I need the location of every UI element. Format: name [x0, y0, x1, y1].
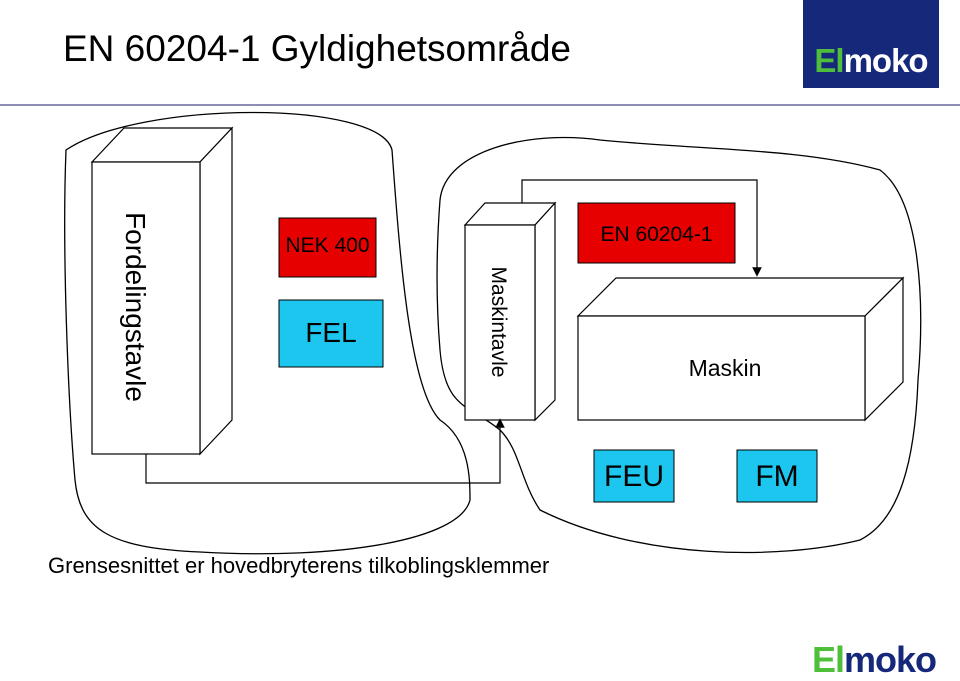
feu-box — [593, 449, 675, 503]
nek400-scope-boundary — [64, 111, 471, 555]
supply-line — [145, 418, 505, 484]
elmoko-logo-top: Elmoko — [803, 0, 939, 88]
maskintavle-cabinet — [463, 201, 557, 422]
en60204-scope-boundary — [436, 136, 922, 554]
en60204-label: EN 60204-1 — [600, 223, 713, 246]
en60204-box — [577, 202, 736, 264]
page-title: EN 60204-1 Gyldighetsområde — [63, 28, 572, 69]
logo-bottom-prefix: El — [812, 639, 845, 680]
title-divider — [0, 104, 960, 106]
feu-label: FEU — [604, 460, 664, 493]
machine-feed-line — [521, 179, 762, 277]
maskin-box — [576, 276, 905, 422]
elmoko-logo-top-text: Elmoko — [803, 42, 939, 80]
interface-caption: Grensesnittet er hovedbryterens tilkobli… — [48, 553, 550, 578]
logo-top-suffix: moko — [843, 42, 929, 79]
fel-label: FEL — [305, 317, 357, 348]
fm-box — [736, 449, 818, 503]
maskintavle-label: Maskintavle — [487, 266, 510, 378]
logo-top-prefix: El — [814, 42, 844, 79]
fm-label: FM — [755, 460, 799, 493]
logo-bottom-suffix: moko — [844, 639, 937, 680]
nek400-label: NEK 400 — [285, 234, 370, 257]
maskin-label: Maskin — [688, 355, 762, 381]
elmoko-logo-bottom: Elmoko — [812, 640, 944, 680]
fordelingstavle-label: Fordelingstavle — [120, 212, 151, 402]
nek400-box — [278, 217, 377, 278]
fel-box — [278, 299, 384, 368]
fordelingstavle-cabinet — [90, 126, 234, 456]
